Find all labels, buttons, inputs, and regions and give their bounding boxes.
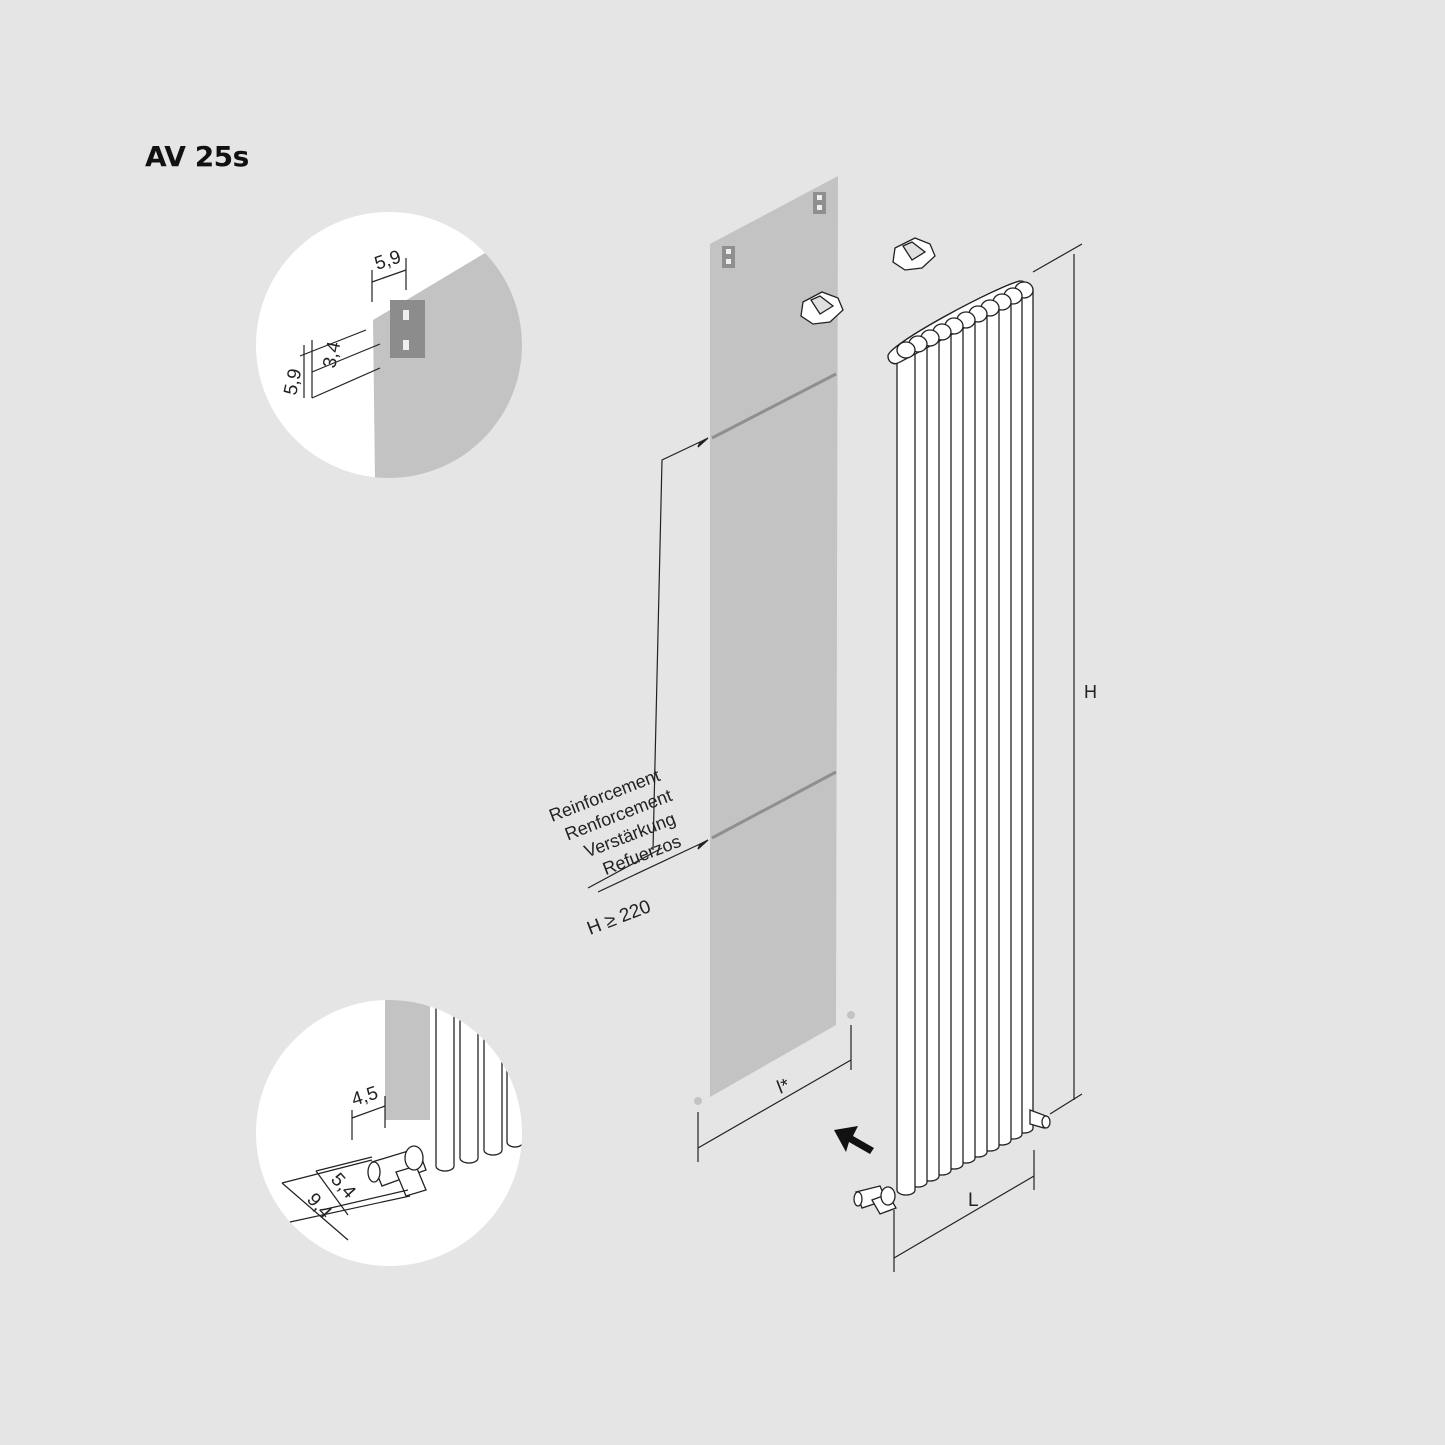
wall-bracket-upper bbox=[892, 237, 936, 271]
valve-right bbox=[1029, 1109, 1051, 1129]
mount-width-dimension bbox=[697, 1025, 852, 1162]
height-condition-label: H ≥ 220 bbox=[584, 896, 654, 939]
anchor-point-right bbox=[847, 1011, 855, 1019]
radiator-top-caps bbox=[896, 281, 1034, 359]
length-dimension bbox=[893, 1150, 1035, 1272]
length-label: L bbox=[968, 1190, 979, 1211]
panel-mounting-plates bbox=[722, 192, 826, 268]
height-label: H bbox=[1084, 682, 1097, 702]
valve-detail bbox=[367, 1145, 427, 1197]
anchor-point-left bbox=[694, 1097, 702, 1105]
height-dimension bbox=[1032, 243, 1083, 1115]
radiator bbox=[887, 280, 1034, 1196]
wall-bracket-lower bbox=[800, 291, 844, 325]
reinforcement-labels: Reinforcement Renforcement Verstärkung R… bbox=[546, 765, 683, 879]
panel-corner-detail bbox=[373, 230, 522, 478]
reinforcement-strip-lower bbox=[711, 770, 837, 840]
insertion-arrow-icon bbox=[834, 1126, 874, 1154]
panel-bottom-detail bbox=[385, 1000, 430, 1120]
product-title: AV 25s bbox=[145, 140, 249, 173]
detail-circle-top: 5,9 5,9 3,4 bbox=[256, 212, 522, 478]
reinforcement-strip-upper bbox=[711, 372, 837, 440]
mount-width-label: l* bbox=[774, 1075, 793, 1099]
mounting-panel bbox=[694, 176, 855, 1105]
detail-circle-bottom: 4,5 5,4 9,4 bbox=[256, 1000, 522, 1266]
reinforcement-leaders bbox=[587, 437, 709, 893]
valve-left bbox=[853, 1185, 897, 1215]
